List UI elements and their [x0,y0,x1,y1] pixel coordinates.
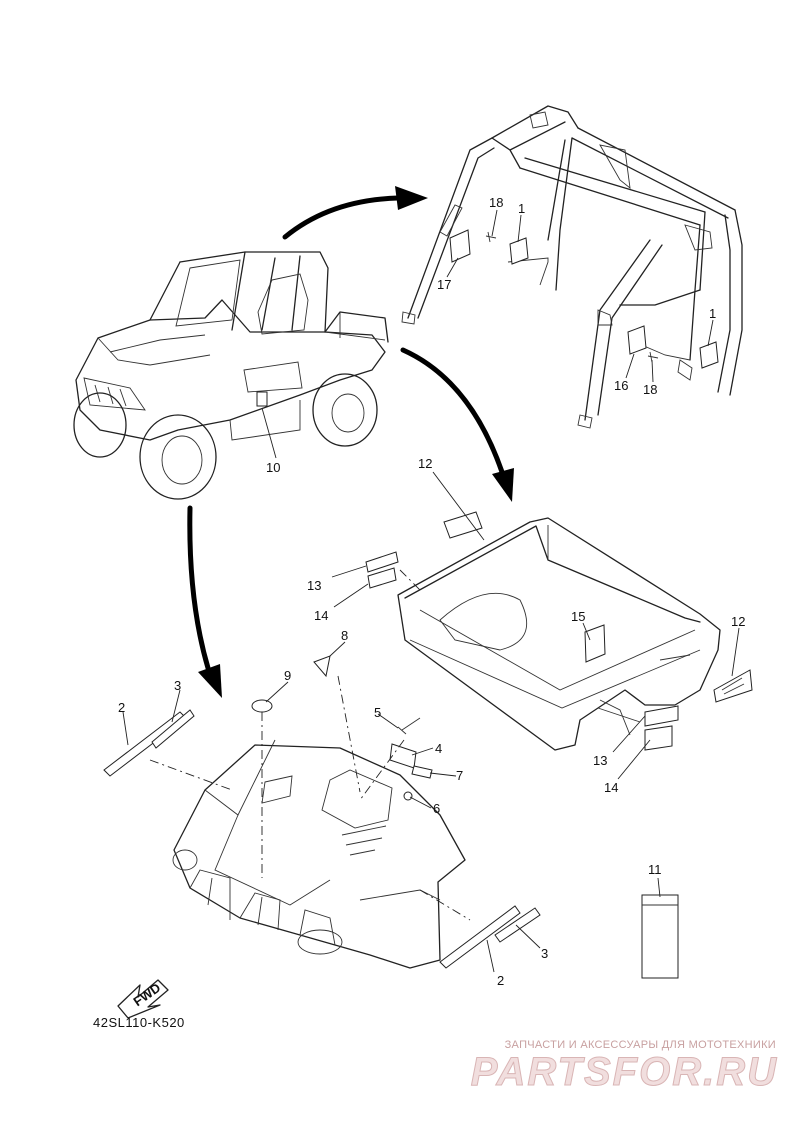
arrow-head-roll-cage [395,186,428,210]
callout-16: 16 [614,378,628,393]
callout-12-rear: 12 [731,614,745,629]
decal-12-rear [713,669,753,703]
front-hood [103,655,541,969]
callout-4: 4 [435,741,442,756]
decal-8 [313,655,331,678]
callout-5: 5 [374,705,381,720]
nut-6 [403,791,413,801]
callout-8: 8 [341,628,348,643]
decal-1-rear [699,341,719,369]
arrow-to-cargo-bed [400,347,505,475]
callout-3-right: 3 [541,946,548,961]
fwd-indicator: FWD [117,979,169,1019]
arrow-head-cargo-bed [492,468,514,502]
callout-18-front: 18 [489,195,503,210]
arrow-to-roll-cage [282,195,401,240]
callout-12-top: 12 [418,456,432,471]
callout-17: 17 [437,277,451,292]
decal-2-right [439,905,521,969]
callout-1-rear: 1 [709,306,716,321]
decal-3-left [151,709,195,749]
cargo-bed [365,511,753,751]
screw-5 [397,717,421,735]
callout-1-front: 1 [518,201,525,216]
callout-3-left: 3 [174,678,181,693]
callout-14-rear: 14 [604,780,618,795]
callouts: 18 1 17 1 16 18 10 12 13 14 15 12 13 14 … [118,195,745,988]
decal-16-rear [627,325,647,355]
decal-12-top [443,511,483,539]
callout-18-rear: 18 [643,382,657,397]
decal-15-inner [584,624,606,663]
callout-2-left: 2 [118,700,125,715]
decal-13-rear [644,705,679,727]
callout-9: 9 [284,668,291,683]
callout-2-right: 2 [497,973,504,988]
leader-lines [122,209,740,973]
decal-3-right [494,907,541,943]
decal-1-front [509,237,529,265]
watermark-tagline: ЗАПЧАСТИ И АКСЕССУАРЫ ДЛЯ МОТОТЕХНИКИ [504,1039,776,1051]
callout-6: 6 [433,801,440,816]
decal-14-rear [644,725,673,751]
flow-arrows [187,186,514,698]
arrow-to-hood [187,505,211,671]
decal-4 [389,743,417,769]
decal-sheet-11 [641,894,679,979]
callout-13-rear: 13 [593,753,607,768]
callout-13-side: 13 [307,578,321,593]
decal-17-front [449,229,471,263]
emblem-9 [251,699,273,713]
arrow-head-hood [198,664,222,698]
decal-2-left [103,711,187,777]
vehicle-overview [73,251,389,500]
callout-15: 15 [571,609,585,624]
roll-cage [401,105,743,429]
diagram-reference-code: 42SL110-K520 [93,1015,185,1030]
fwd-arrow-icon [117,979,169,1019]
callout-14-side: 14 [314,608,328,623]
callout-10: 10 [266,460,280,475]
decal-13-side [365,551,399,573]
watermark-brand: PARTSFOR.RU [470,1050,778,1095]
decal-14-side [367,567,397,589]
decal-7 [411,765,433,779]
callout-7: 7 [456,768,463,783]
callout-11: 11 [648,862,662,877]
